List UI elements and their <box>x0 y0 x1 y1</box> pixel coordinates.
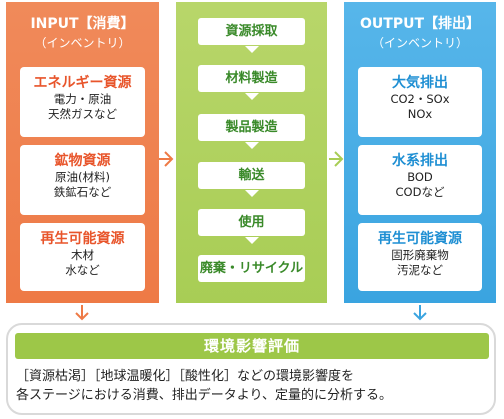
stage-use: 使用 <box>198 209 305 236</box>
output-box-solid: 再生可能資源 固形廃棄物 汚泥など <box>358 223 482 291</box>
output-box-head: 水系排出 <box>392 153 448 169</box>
output-box-line: 固形廃棄物 <box>391 248 449 262</box>
input-column: INPUT【消費】 （インベントリ） エネルギー資源 電力・原油 天然ガスなど … <box>6 2 159 303</box>
input-box-mineral: 鉱物資源 原油(材料) 鉄鉱石など <box>20 145 145 215</box>
input-box-line: 水など <box>65 263 100 277</box>
output-box-head: 大気排出 <box>392 75 448 91</box>
stage-product-manufacturing: 製品製造 <box>198 114 305 141</box>
stage-transport: 輸送 <box>198 162 305 189</box>
input-box-head: 鉱物資源 <box>54 153 111 169</box>
evaluation-text-line: ［資源枯渇］［地球温暖化］［酸性化］などの環境影響度を <box>16 369 355 384</box>
output-title: OUTPUT【排出】 <box>360 16 480 32</box>
stage-down-arrow-icon <box>245 190 259 197</box>
evaluation-title: 環境影響評価 <box>15 333 489 359</box>
stage-disposal-recycling: 廃棄・リサイクル <box>198 255 305 282</box>
input-box-line: 鉄鉱石など <box>53 185 112 199</box>
input-box-renewable: 再生可能資源 木材 水など <box>20 223 145 291</box>
input-box-head: エネルギー資源 <box>33 75 132 91</box>
output-box-water: 水系排出 BOD CODなど <box>358 145 482 215</box>
output-box-line: CODなど <box>395 185 445 199</box>
lifecycle-stage-column: 資源採取 材料製造 製品製造 輸送 使用 廃棄・リサイクル <box>176 2 327 303</box>
stage-down-arrow-icon <box>245 93 259 100</box>
output-box-line: 汚泥など <box>397 263 443 277</box>
arrow-down-icon <box>413 305 427 321</box>
evaluation-text-line: 各ステージにおける消費、排出データより、定量的に分析する。 <box>16 388 392 403</box>
arrow-down-icon <box>75 305 89 321</box>
input-box-line: 原油(材料) <box>55 170 110 184</box>
output-box-air: 大気排出 CO2・SOx NOx <box>358 67 482 137</box>
input-subtitle: （インベントリ） <box>34 36 131 50</box>
input-box-line: 天然ガスなど <box>48 107 117 121</box>
input-box-head: 再生可能資源 <box>40 231 125 247</box>
output-subtitle: （インベントリ） <box>371 36 468 50</box>
stage-material-production: 材料製造 <box>198 65 305 92</box>
input-title: INPUT【消費】 <box>30 16 135 32</box>
stage-resource-extraction: 資源採取 <box>198 18 305 45</box>
output-box-head: 再生可能資源 <box>378 231 462 247</box>
output-box-line: BOD <box>407 170 433 184</box>
arrow-right-icon <box>329 151 344 167</box>
output-column: OUTPUT【排出】 （インベントリ） 大気排出 CO2・SOx NOx 水系排… <box>344 2 496 303</box>
input-box-line: 木材 <box>71 248 94 262</box>
stage-down-arrow-icon <box>245 46 259 53</box>
arrow-right-icon <box>159 151 174 167</box>
output-box-line: NOx <box>407 107 433 121</box>
input-box-line: 電力・原油 <box>53 92 112 106</box>
output-box-line: CO2・SOx <box>390 92 450 106</box>
stage-down-arrow-icon <box>245 142 259 149</box>
stage-down-arrow-icon <box>245 237 259 244</box>
input-box-energy: エネルギー資源 電力・原油 天然ガスなど <box>20 67 145 137</box>
